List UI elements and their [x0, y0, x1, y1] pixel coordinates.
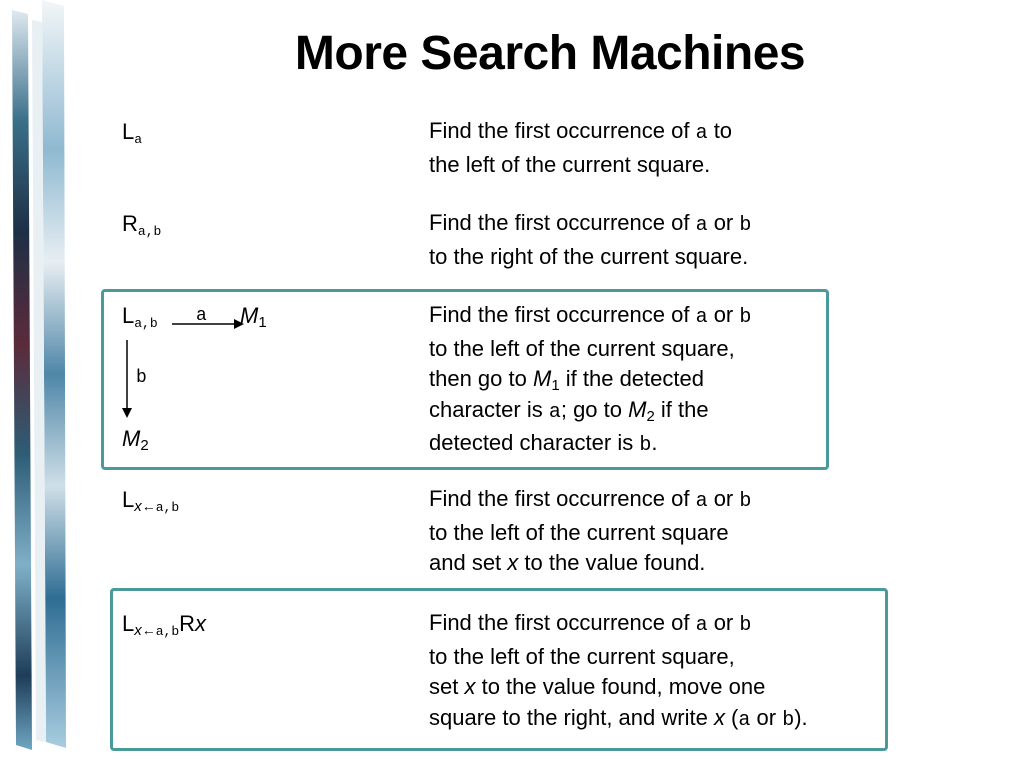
machine-symbol-lx-ab: Lx←a,b	[122, 487, 180, 515]
target-machine-m1: M1	[240, 303, 267, 331]
machine-symbol-la: La	[122, 119, 143, 147]
arrow-label-a: a	[196, 306, 207, 326]
slide-title: More Search Machines	[294, 27, 806, 80]
machine-symbol-lx-ab-rx: Lx←a,bRx	[122, 611, 207, 639]
arrow-label-b: b	[136, 368, 147, 388]
machine-symbol-rab: Ra,b	[122, 211, 162, 239]
highlight-box-branching	[101, 289, 829, 470]
machine-description-la: Find the first occurrence of a to the le…	[429, 118, 733, 177]
arrow-down-icon	[122, 408, 132, 418]
machine-description-rab: Find the first occurrence of a or b to t…	[429, 210, 752, 269]
decorative-strip-image	[12, 0, 66, 750]
target-machine-m2: M2	[122, 426, 149, 454]
arrow-right-icon	[234, 319, 244, 329]
machine-description-lab-branch: Find the first occurrence of a or b to t…	[429, 302, 752, 457]
branch-arrows	[122, 319, 244, 418]
machine-description-lx-ab-rx: Find the first occurrence of a or b to t…	[429, 610, 808, 732]
highlight-box-search-and-write	[110, 588, 888, 751]
machine-description-lx-ab: Find the first occurrence of a or b to t…	[429, 486, 752, 575]
machine-symbol-lab-branch: La,b	[122, 303, 158, 331]
